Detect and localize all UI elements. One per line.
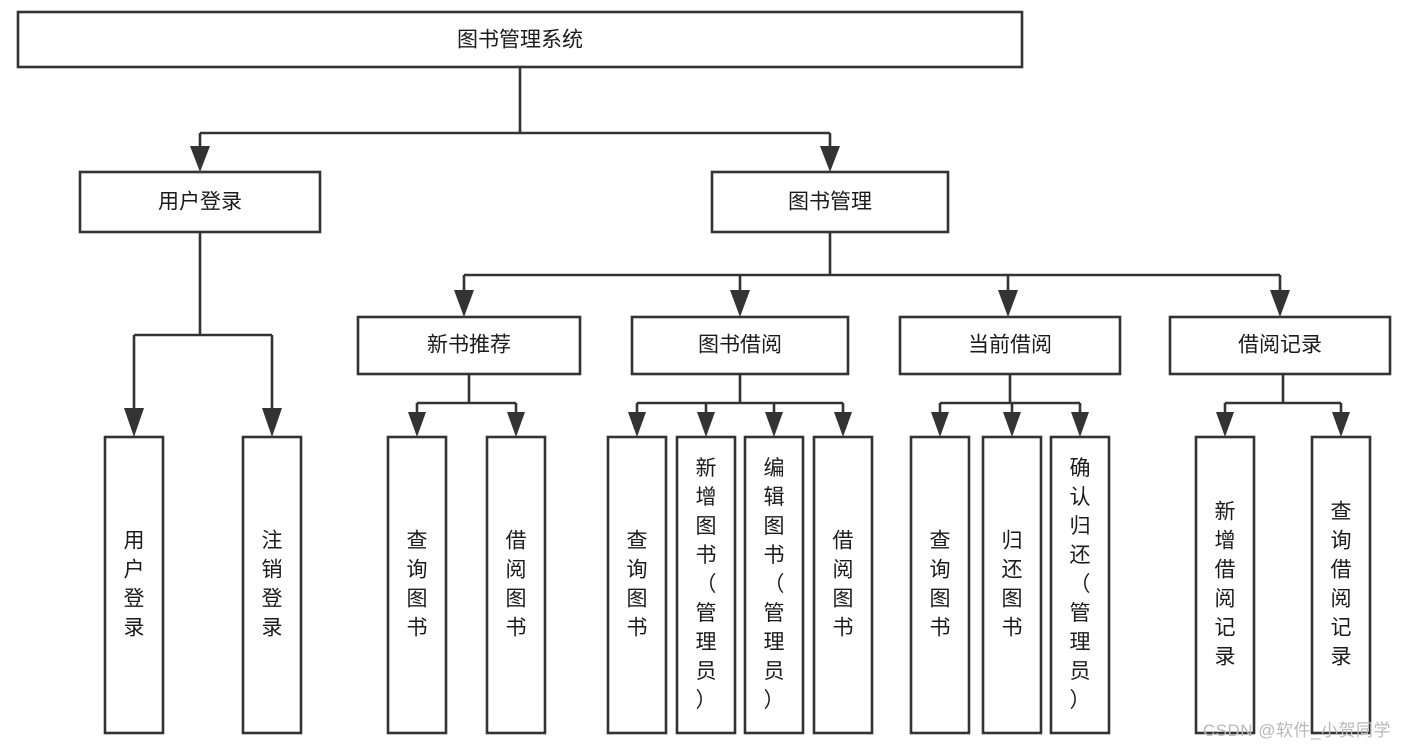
node-book-borrow-label: 图书借阅 (698, 334, 782, 357)
arrow-to-user-login (190, 146, 210, 172)
node-leaf-add-record[interactable]: 新增借阅记录 (1194, 435, 1256, 735)
node-leaf-logout[interactable]: 注销登录 (241, 435, 303, 735)
arrow-to-current-borrow (998, 290, 1018, 317)
arrow-to-leaf-logout (262, 408, 282, 437)
node-leaf-query-book-borrow-label: 查询图书 (627, 530, 648, 640)
node-leaf-add-book[interactable]: 新增图书（管理员） (675, 435, 737, 735)
node-book-manage[interactable]: 图书管理 (710, 170, 950, 234)
node-book-manage-label: 图书管理 (788, 191, 872, 214)
node-current-borrow[interactable]: 当前借阅 (898, 315, 1122, 376)
node-leaf-query-book-rec-box[interactable] (386, 435, 448, 735)
node-borrow-record[interactable]: 借阅记录 (1168, 315, 1392, 376)
node-leaf-edit-book[interactable]: 编辑图书（管理员） (743, 435, 805, 735)
node-root[interactable]: 图书管理系统 (16, 10, 1024, 69)
arrow-to-leaf-borrow-book (834, 412, 852, 437)
node-book-manage-box[interactable] (710, 170, 950, 234)
node-leaf-borrow-book-rec-label: 借阅图书 (506, 530, 527, 640)
arrow-to-leaf-return-book (1003, 412, 1021, 437)
edges-layer (124, 67, 1350, 437)
node-new-book-rec[interactable]: 新书推荐 (356, 315, 582, 376)
node-leaf-logout-label: 注销登录 (262, 530, 283, 640)
arrow-to-leaf-add-book (697, 412, 715, 437)
node-leaf-edit-book-box[interactable] (743, 435, 805, 735)
arrow-to-leaf-add-record (1216, 412, 1234, 437)
node-borrow-record-box[interactable] (1168, 315, 1392, 376)
arrow-to-leaf-user-login (124, 408, 144, 437)
node-leaf-query-record-label: 查询借阅记录 (1331, 501, 1352, 669)
node-leaf-logout-box[interactable] (241, 435, 303, 735)
node-leaf-confirm-return-box[interactable] (1049, 435, 1111, 735)
node-current-borrow-box[interactable] (898, 315, 1122, 376)
node-leaf-borrow-book[interactable]: 借阅图书 (812, 435, 874, 735)
node-leaf-query-book-rec[interactable]: 查询图书 (386, 435, 448, 735)
arrow-to-book-borrow (730, 290, 750, 317)
arrow-to-leaf-edit-book (765, 412, 783, 437)
node-leaf-borrow-book-rec[interactable]: 借阅图书 (485, 435, 547, 735)
node-leaf-user-login[interactable]: 用户登录 (103, 435, 165, 735)
node-root-box[interactable] (16, 10, 1024, 69)
node-leaf-query-book-rec-label: 查询图书 (407, 530, 428, 640)
node-leaf-query-book-borrow-box[interactable] (606, 435, 668, 735)
node-leaf-user-login-label: 用户登录 (124, 530, 145, 640)
node-leaf-borrow-book-box[interactable] (812, 435, 874, 735)
node-leaf-add-book-box[interactable] (675, 435, 737, 735)
node-new-book-rec-label: 新书推荐 (427, 334, 511, 357)
node-leaf-edit-book-label: 编辑图书（管理员） (764, 457, 785, 712)
node-leaf-return-book[interactable]: 归还图书 (981, 435, 1043, 735)
arrow-to-book-manage (820, 146, 840, 172)
node-user-login-label: 用户登录 (158, 191, 242, 214)
node-root-label: 图书管理系统 (457, 29, 583, 52)
node-leaf-query-book-cur-label: 查询图书 (930, 530, 951, 640)
node-leaf-return-book-box[interactable] (981, 435, 1043, 735)
node-book-borrow-box[interactable] (630, 315, 850, 376)
node-leaf-add-record-label: 新增借阅记录 (1215, 501, 1236, 669)
node-leaf-add-record-box[interactable] (1194, 435, 1256, 735)
node-leaf-borrow-book-label: 借阅图书 (833, 530, 854, 640)
node-leaf-query-book-borrow[interactable]: 查询图书 (606, 435, 668, 735)
node-borrow-record-label: 借阅记录 (1238, 334, 1322, 357)
arrow-to-leaf-query-book-rec (408, 412, 426, 437)
node-new-book-rec-box[interactable] (356, 315, 582, 376)
node-leaf-confirm-return[interactable]: 确认归还（管理员） (1049, 435, 1111, 735)
arrow-to-leaf-borrow-book-rec (507, 412, 525, 437)
arrow-to-leaf-query-book-borrow (628, 412, 646, 437)
node-leaf-user-login-box[interactable] (103, 435, 165, 735)
arrow-to-leaf-confirm-return (1071, 412, 1089, 437)
node-leaf-add-book-label: 新增图书（管理员） (696, 457, 717, 712)
node-leaf-borrow-book-rec-box[interactable] (485, 435, 547, 735)
node-leaf-query-record[interactable]: 查询借阅记录 (1310, 435, 1372, 735)
arrow-to-borrow-record (1270, 290, 1290, 317)
node-leaf-return-book-label: 归还图书 (1002, 530, 1023, 640)
node-user-login-box[interactable] (78, 170, 322, 234)
node-book-borrow[interactable]: 图书借阅 (630, 315, 850, 376)
node-user-login[interactable]: 用户登录 (78, 170, 322, 234)
node-current-borrow-label: 当前借阅 (968, 334, 1052, 357)
arrow-to-new-book-rec (454, 290, 474, 317)
node-leaf-confirm-return-label: 确认归还（管理员） (1070, 457, 1091, 712)
arrow-to-leaf-query-record (1332, 412, 1350, 437)
leaf-nodes-layer: 用户登录 注销登录 查询图书 借阅图书 查询图书 新增图书（管理员） (103, 435, 1372, 735)
arrow-to-leaf-query-book-cur (931, 412, 949, 437)
node-leaf-query-record-box[interactable] (1310, 435, 1372, 735)
node-leaf-query-book-cur-box[interactable] (909, 435, 971, 735)
node-leaf-query-book-cur[interactable]: 查询图书 (909, 435, 971, 735)
